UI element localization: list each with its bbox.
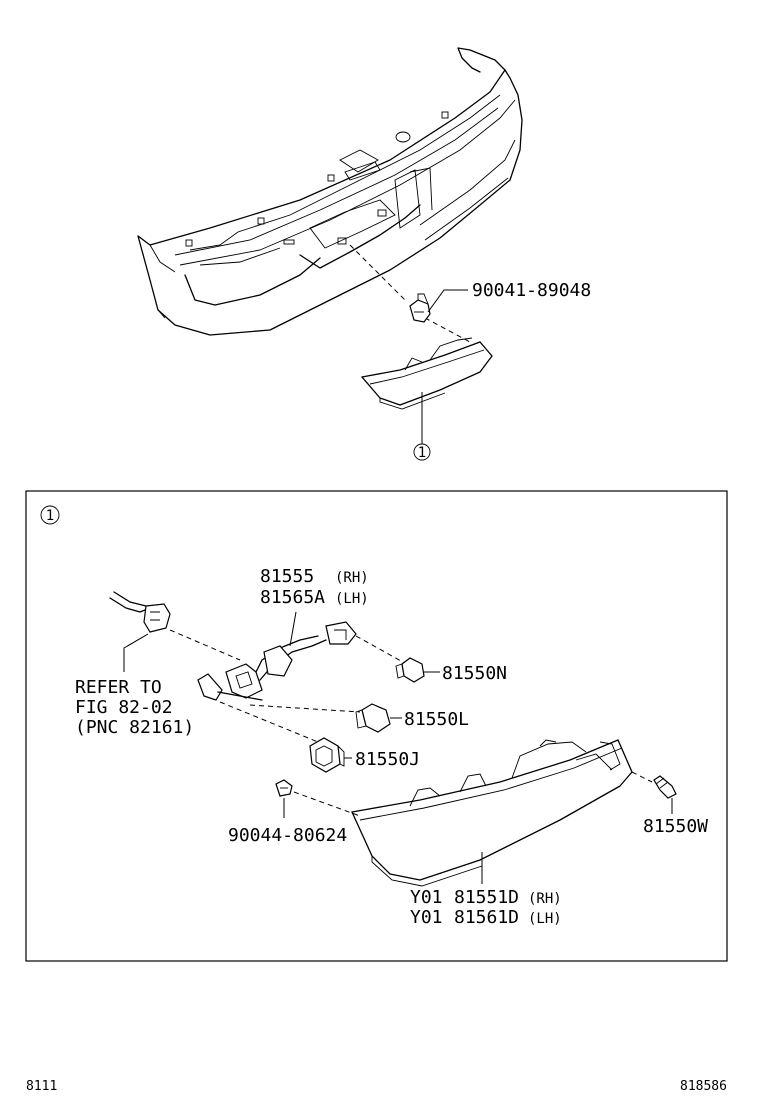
rear-lamp-overview [361,337,493,410]
part-number-81550n: 81550N [442,663,507,684]
part-number-81550w: 81550W [643,816,708,837]
rear-bumper-illustration [137,47,523,336]
refer-note-line3: (PNC 82161) [75,717,194,738]
part-number-90044-80624: 90044-80624 [228,825,347,846]
clip-icon [275,779,293,797]
socket-and-wire-icon [197,621,357,701]
screw-icon [653,775,677,799]
part-number-81551d: 81551D [454,887,519,908]
lamp-rh-prefix: Y01 [410,887,443,908]
side-label-rh: (RH) [528,891,562,907]
detail-frame [25,490,728,962]
lamp-lh-prefix: Y01 [410,907,443,928]
part-number-81550j: 81550J [355,749,420,770]
part-number-81550l: 81550L [404,709,469,730]
assembly-dashed-line [349,244,406,301]
side-label-lh: (LH) [528,911,562,927]
detail-circle-marker [40,505,60,525]
refer-note-line2: FIG 82-02 [75,697,173,718]
bulb-icon [395,657,425,683]
wiring-connector-icon [109,591,171,633]
refer-note-line1: REFER TO [75,677,162,698]
footer-left-code: 8111 [26,1079,57,1094]
side-label-rh: (RH) [335,570,369,586]
side-label-lh: (LH) [335,591,369,607]
part-number-81565a: 81565A [260,587,325,608]
part-number-81561d: 81561D [454,907,519,928]
part-number-90041-89048: 90041-89048 [472,280,591,301]
bulb-icon [355,703,391,733]
footer-right-code: 818586 [680,1079,727,1094]
svg-text:1: 1 [46,508,54,524]
rear-combination-lamp [351,739,633,887]
clip-icon [409,293,431,323]
reference-circle-marker [413,443,431,461]
svg-text:1: 1 [418,445,426,461]
socket-icon [309,737,345,773]
part-number-81555: 81555 [260,566,314,587]
